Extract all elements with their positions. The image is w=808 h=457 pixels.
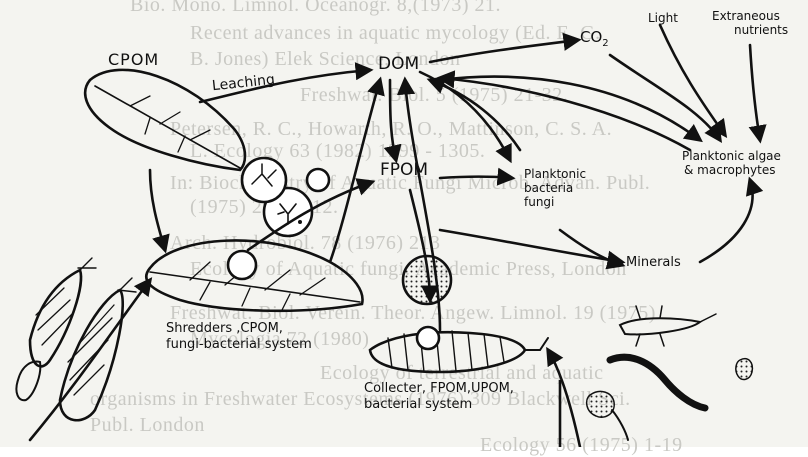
cpom-label: CPOM xyxy=(108,52,159,69)
co2-subscript: 2 xyxy=(602,38,608,49)
shredders-label-line1: Shredders ,CPOM, xyxy=(166,322,283,336)
shredder-larva-icon xyxy=(30,258,96,366)
minerals-to-algae-arrow xyxy=(700,180,753,262)
dom-to-co2-arrow xyxy=(430,40,578,62)
bacteria-label-line2: bacteria xyxy=(524,182,573,195)
shredder-larva-icon xyxy=(16,362,40,401)
shredders-label-line2: fungi-bacterial system xyxy=(166,338,312,352)
algae-label-line2: & macrophytes xyxy=(684,164,776,177)
fpom-to-bacteria-arrow xyxy=(440,177,512,179)
bottom-organisms-arrow xyxy=(548,350,580,447)
food-web-diagram: Bio. Mono. Limnol. Oceanogr. 8,(1973) 21… xyxy=(0,0,808,447)
cpom-to-shredder-arrow xyxy=(150,170,165,250)
minerals-label: Minerals xyxy=(626,256,681,270)
microbe-circle-icon xyxy=(307,169,329,191)
shredder-leaf-icon xyxy=(146,240,362,310)
microbe-circle-icon xyxy=(417,327,439,349)
bacteria-to-dom-arrow xyxy=(430,80,520,150)
worm-icon xyxy=(610,357,705,408)
microbe-circle-icon xyxy=(228,251,256,279)
collector-to-minerals-arrow xyxy=(440,230,622,262)
nutrients-to-algae-arrow xyxy=(750,45,760,140)
extraneous-label: Extraneous xyxy=(712,10,780,23)
collecter-label-line1: Collecter, FPOM,UPOM, xyxy=(364,382,514,396)
light-to-algae-arrow xyxy=(660,25,725,135)
shredder-larva-icon xyxy=(60,278,136,420)
light-label: Light xyxy=(648,12,678,25)
collector-larva-icon xyxy=(370,331,548,372)
dom-to-fpom-arrow xyxy=(390,80,396,160)
small-organism-icon xyxy=(736,359,753,380)
insect-larva-icon xyxy=(620,306,716,346)
shredder-to-dom-arrow xyxy=(330,80,380,262)
dom-label: DOM xyxy=(378,56,419,74)
algae-label-line1: Planktonic algae xyxy=(682,150,781,163)
co2-label: CO2 xyxy=(580,30,609,50)
fungal-hyphae-icon xyxy=(242,158,286,202)
bacteria-label-line3: fungi xyxy=(524,196,554,209)
dom-to-algae-arrow xyxy=(440,77,700,140)
co2-to-algae-arrow xyxy=(610,55,720,140)
nutrients-label: nutrients xyxy=(734,24,788,37)
bacteria-label-line1: Planktonic xyxy=(524,168,586,181)
fpom-label: FPOM xyxy=(380,162,428,180)
small-organism-icon xyxy=(587,391,628,440)
co2-text: CO xyxy=(580,28,602,46)
collecter-label-line2: bacterial system xyxy=(364,398,472,412)
